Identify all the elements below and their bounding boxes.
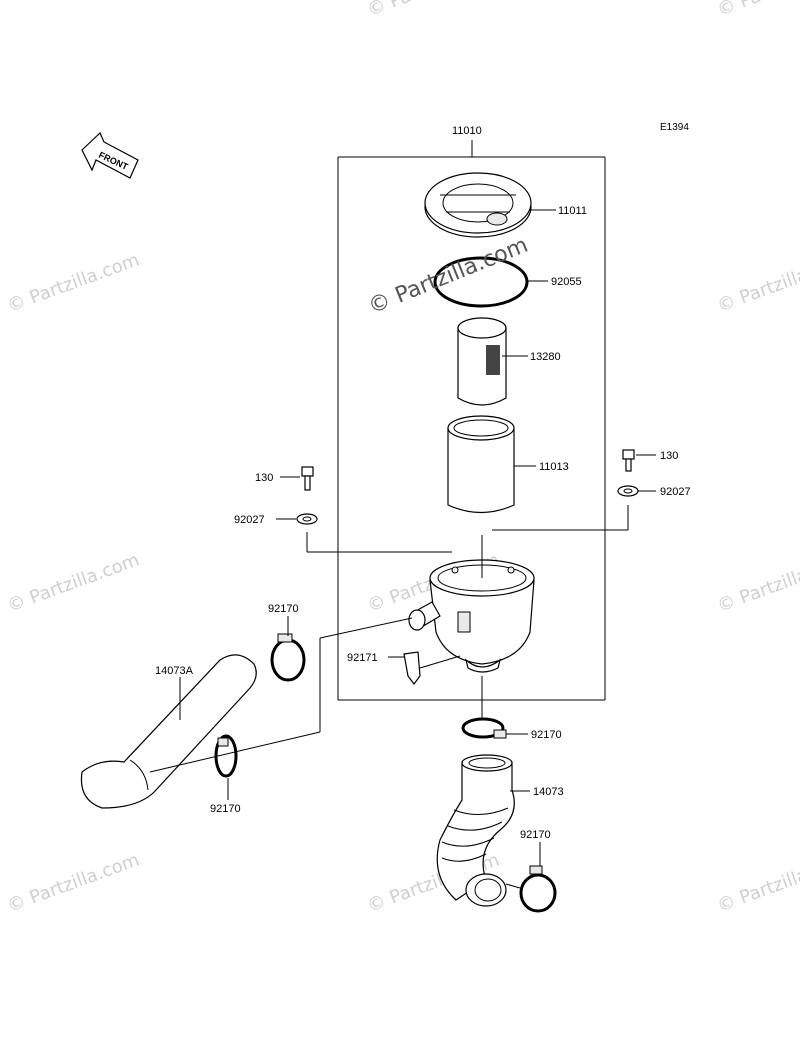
callout-13280[interactable]: 13280: [530, 351, 561, 363]
callout-11011[interactable]: 11011: [558, 205, 587, 217]
callout-92170-top[interactable]: 92170: [268, 603, 299, 615]
callout-130-left[interactable]: 130: [255, 472, 273, 484]
front-arrow-icon: FRONT: [81, 131, 139, 179]
bolt-left[interactable]: [301, 466, 314, 491]
callout-92170-bottom[interactable]: 92170: [520, 829, 551, 841]
callout-92170-mid[interactable]: 92170: [531, 729, 562, 741]
callout-92055[interactable]: 92055: [551, 276, 582, 288]
watermark: © Partzilla.com: [5, 849, 143, 916]
retaining-clip[interactable]: [403, 651, 421, 685]
callout-14073A[interactable]: 14073A: [155, 665, 194, 677]
callout-130-right[interactable]: 130: [660, 450, 678, 462]
watermark: © Partzilla.com: [715, 0, 800, 21]
washer-left[interactable]: [296, 513, 318, 525]
diagram-code: E1394: [660, 122, 689, 133]
watermark: © Partzilla.com: [715, 249, 800, 316]
callout-11013[interactable]: 11013: [539, 461, 569, 473]
intake-duct-14073[interactable]: [436, 754, 515, 907]
filter-element[interactable]: [457, 317, 507, 406]
watermark: © Partzilla.com: [5, 549, 143, 616]
hose-clamp-mid[interactable]: [461, 717, 507, 739]
o-ring[interactable]: [433, 256, 529, 308]
watermark: © Partzilla.com: [5, 249, 143, 316]
watermark: © Partzilla.com: [365, 0, 503, 21]
cover-plate[interactable]: [424, 172, 532, 238]
callout-92027-left[interactable]: 92027: [234, 514, 265, 526]
watermark-center: © Partzilla.com: [365, 233, 532, 320]
intake-duct-14073A[interactable]: [80, 654, 257, 809]
watermark: © Partzilla.com: [715, 849, 800, 916]
pre-filter[interactable]: [447, 415, 515, 514]
callout-92027-right[interactable]: 92027: [660, 486, 691, 498]
callout-92171[interactable]: 92171: [347, 652, 378, 664]
callout-11010[interactable]: 11010: [452, 125, 482, 137]
assembly-bracket: [337, 140, 606, 701]
bolt-right[interactable]: [622, 449, 635, 472]
watermark: © Partzilla.com: [715, 549, 800, 616]
hose-clamp-top[interactable]: [270, 633, 306, 682]
hose-clamp-bottom[interactable]: [519, 865, 557, 913]
callout-14073[interactable]: 14073: [533, 786, 564, 798]
callout-92170-left[interactable]: 92170: [210, 803, 241, 815]
washer-right[interactable]: [617, 485, 639, 497]
